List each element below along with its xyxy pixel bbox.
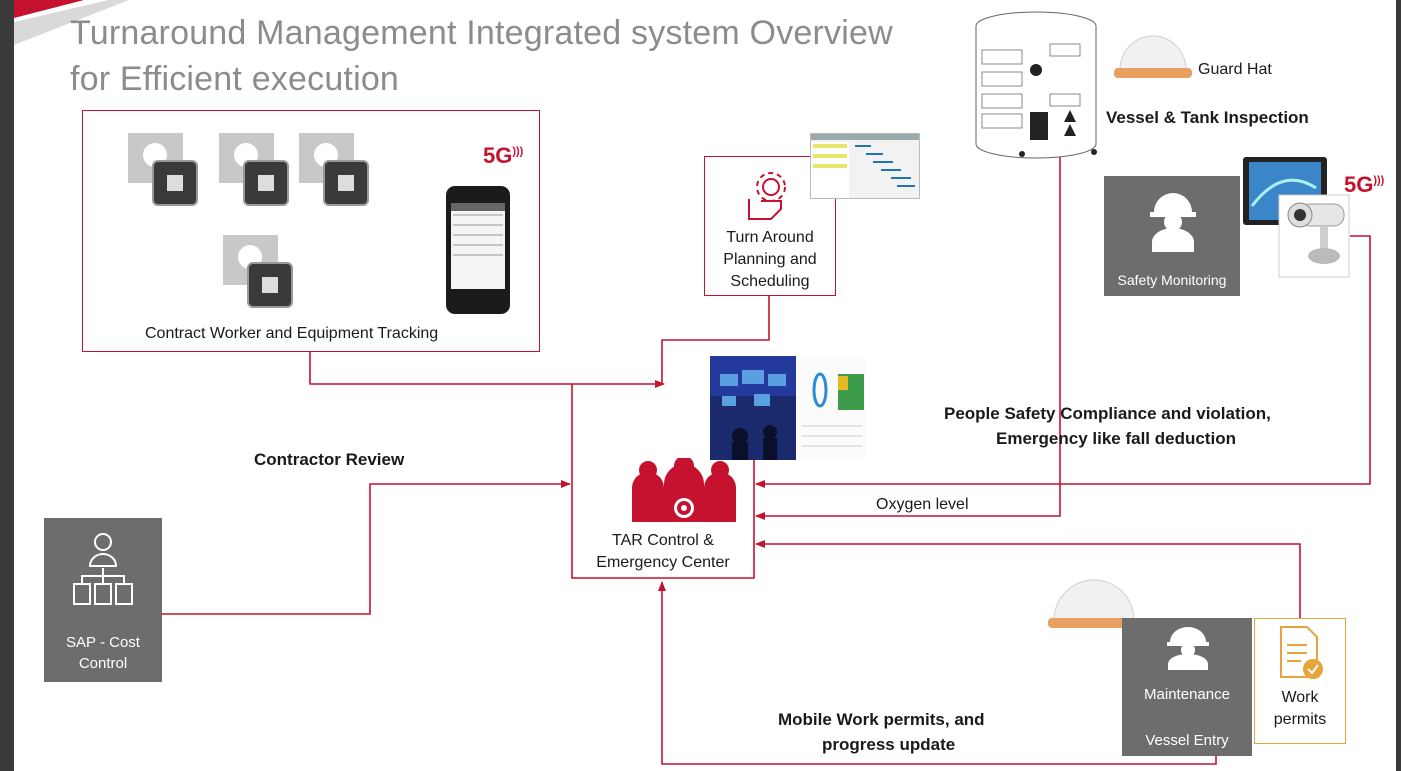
vessel-entry-label: Vessel Entry <box>1145 732 1229 749</box>
safety-worker-icon <box>1150 193 1196 252</box>
work-permits-label: Work permits <box>1273 689 1327 728</box>
people-group-icon <box>632 458 736 522</box>
tracking-label: Contract Worker and Equipment Tracking <box>145 325 439 342</box>
gear-hand-icon <box>748 172 786 220</box>
gear-icon <box>674 498 694 518</box>
worker-tag-icon <box>128 133 369 308</box>
maintenance-label: Maintenance <box>1144 686 1230 703</box>
org-chart-person-icon <box>73 533 133 605</box>
contractor-review-label: Contractor Review <box>254 450 405 469</box>
title-line-1: Turnaround Management Integrated system … <box>70 14 893 52</box>
mobile-permits-line2: progress update <box>822 735 956 754</box>
tank-diagram-image <box>975 11 1097 159</box>
cctv-camera-icon <box>1278 194 1350 278</box>
document-check-icon <box>1280 626 1323 679</box>
hard-hat-icon <box>1114 35 1192 78</box>
tracking-box: 5G))) Contract Worker and Equipment Trac… <box>82 110 540 352</box>
mobile-permits-line1: Mobile Work permits, and <box>778 710 985 729</box>
safety-compliance-line2: Emergency like fall deduction <box>996 429 1236 448</box>
planning-label: Turn Around Planning and Scheduling <box>723 229 817 290</box>
slide: Turnaround Management Integrated system … <box>14 0 1396 771</box>
maintenance-box: Maintenance Vessel Entry <box>1122 618 1252 756</box>
vessel-label: Vessel & Tank Inspection <box>1106 108 1309 127</box>
guard-hat-label: Guard Hat <box>1198 61 1272 78</box>
maintenance-hard-hat-icon <box>1048 579 1140 628</box>
corner-stripe <box>14 0 129 45</box>
oxygen-level-label: Oxygen level <box>876 496 969 513</box>
connector-lines <box>159 130 1371 765</box>
safety-monitoring-box: Safety Monitoring <box>1104 176 1240 296</box>
maintenance-worker-icon <box>1167 627 1209 670</box>
safety-5g-badge: 5G))) <box>1344 172 1385 197</box>
sap-cost-control-box: SAP - Cost Control <box>44 518 162 682</box>
control-label: TAR Control & Emergency Center <box>596 532 730 571</box>
title-line-2: for Efficient execution <box>70 60 400 98</box>
gantt-chart-icon <box>810 133 920 199</box>
tracking-5g-badge: 5G))) <box>483 143 524 168</box>
work-permits-box: Work permits <box>1254 618 1346 744</box>
sap-label: SAP - Cost Control <box>66 634 140 672</box>
control-room-image <box>710 356 866 460</box>
safety-compliance-line1: People Safety Compliance and violation, <box>944 404 1271 423</box>
mobile-phone-icon <box>446 186 510 314</box>
